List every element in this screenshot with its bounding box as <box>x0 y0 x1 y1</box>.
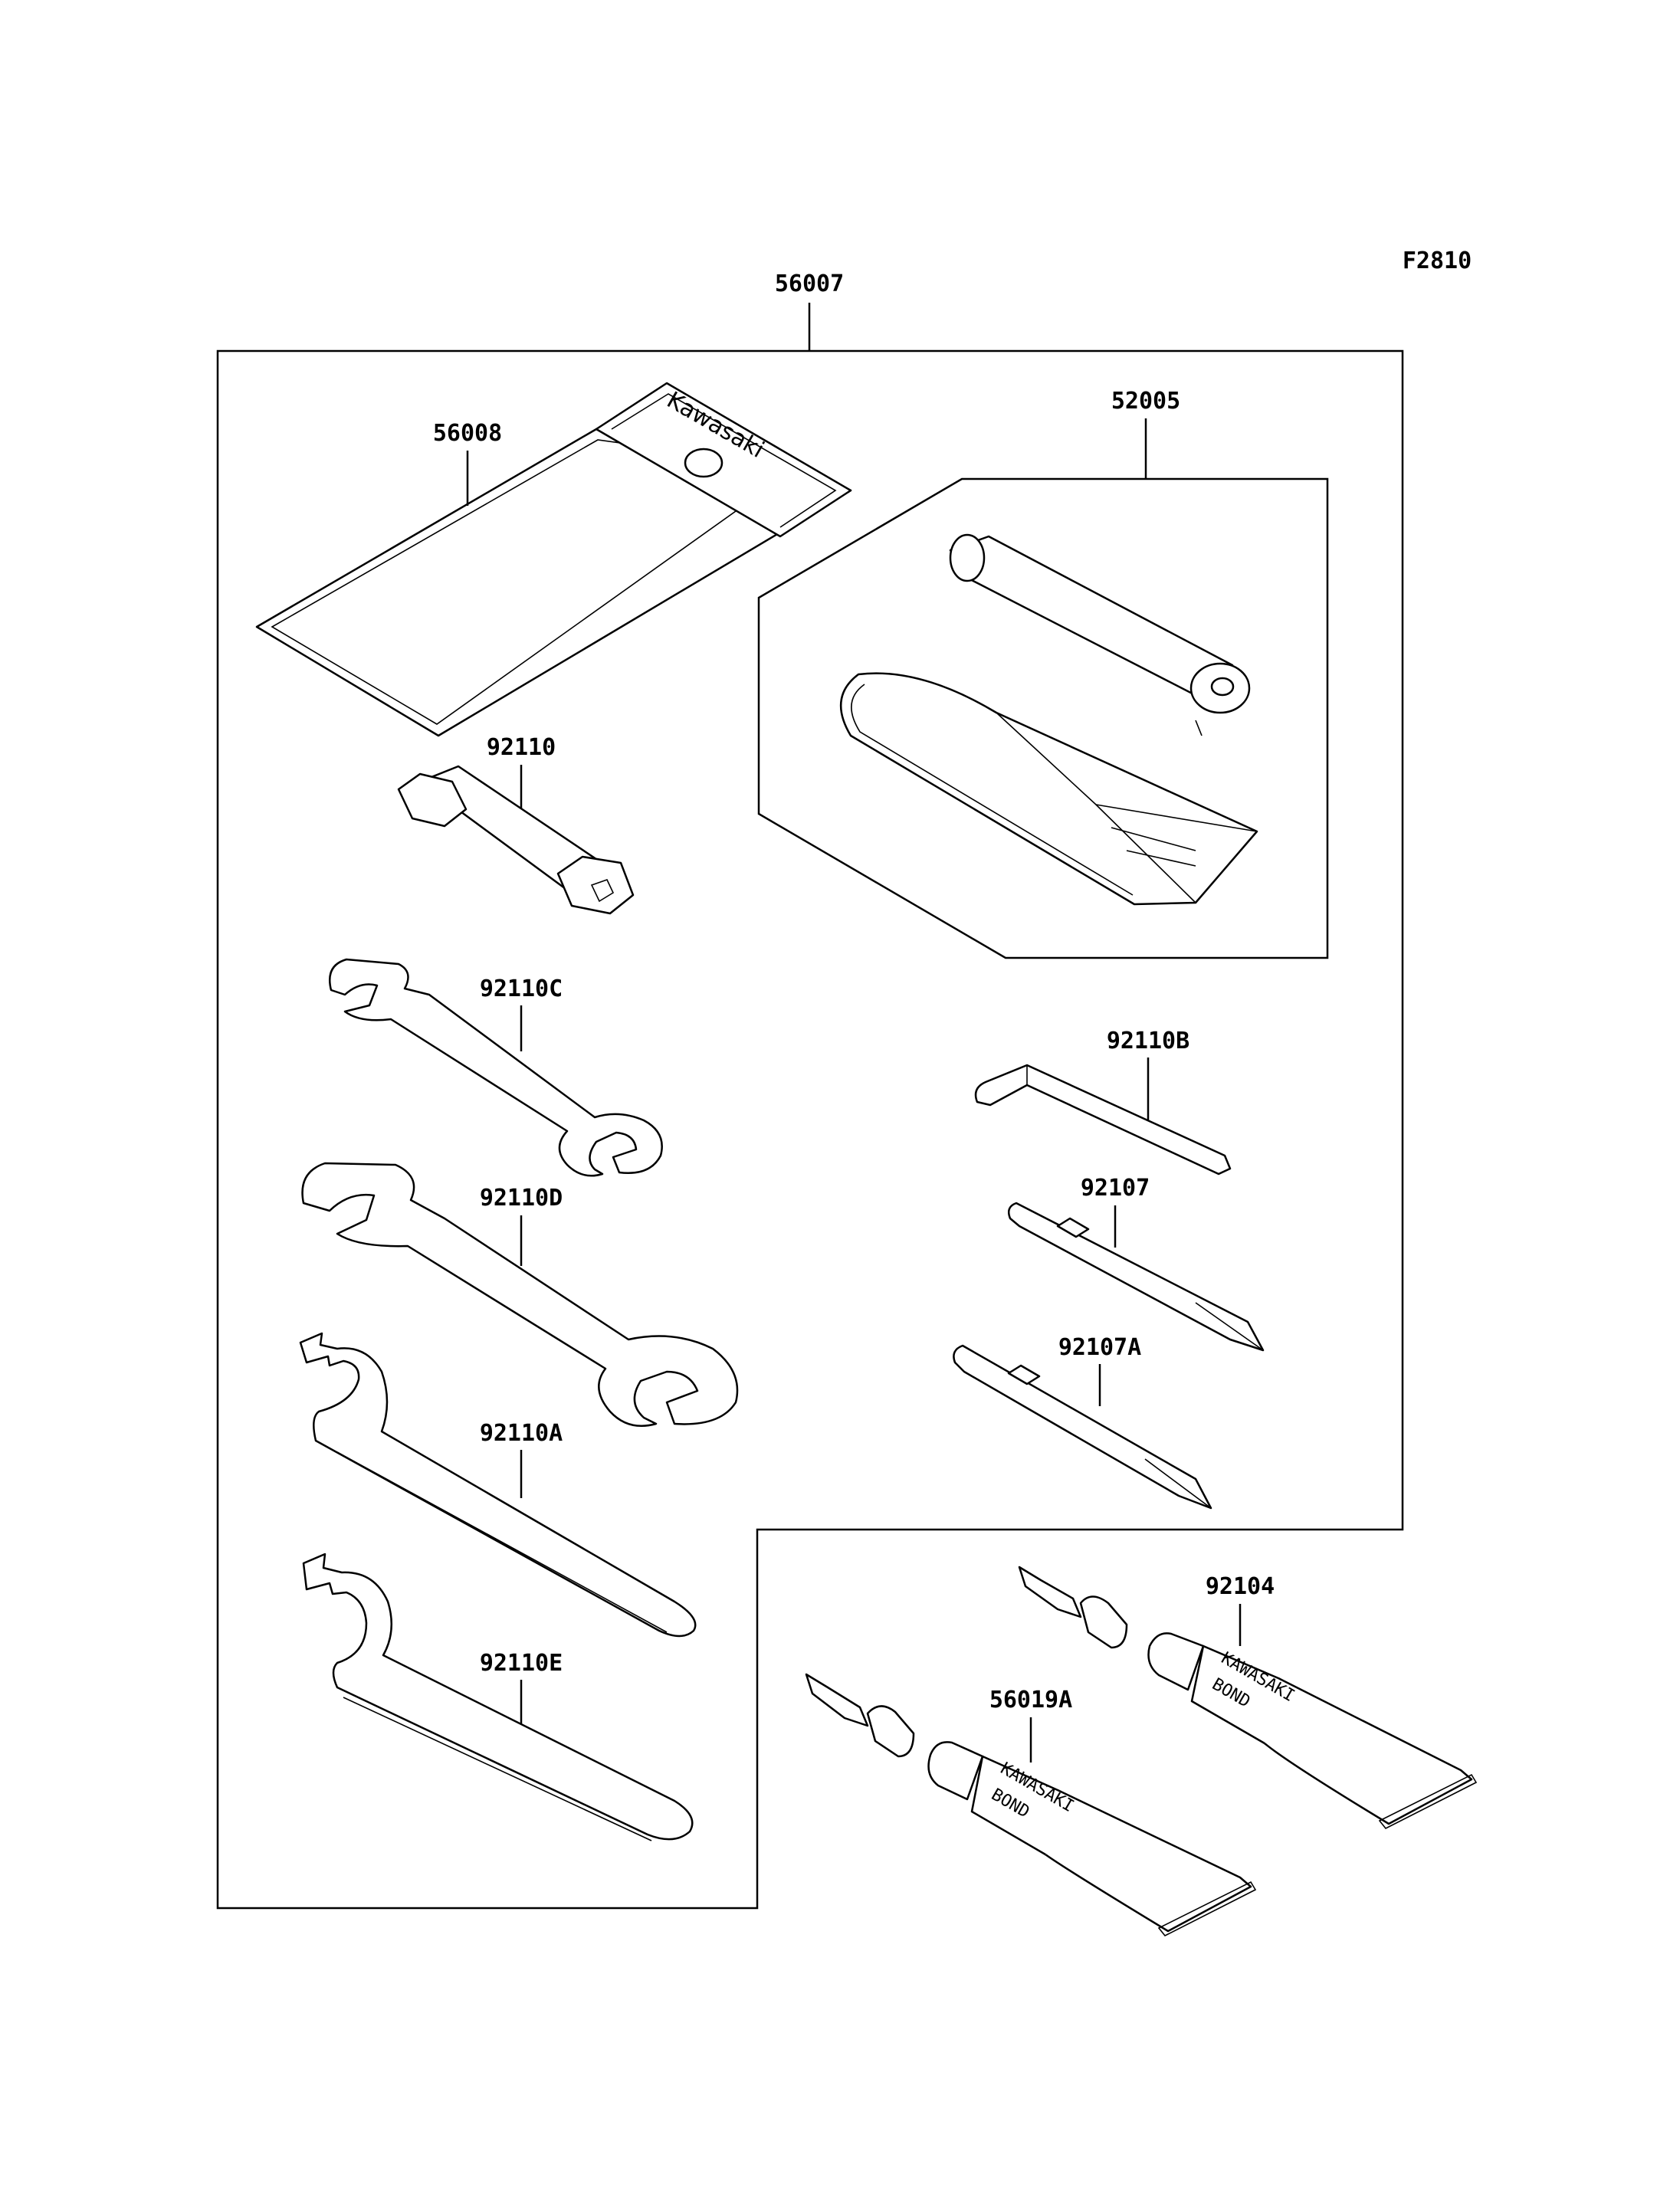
label-56008: 56008 <box>433 420 502 447</box>
pump-pouch-drawing <box>839 672 1258 906</box>
wrench-92110D-drawing <box>301 1162 739 1427</box>
screwdriver-92107-drawing <box>1008 1202 1265 1352</box>
plug-wrench-drawing <box>397 765 635 915</box>
spanner-92110E-drawing <box>302 1553 694 1841</box>
pump-kit-frame <box>757 477 1329 959</box>
label-56019A: 56019A <box>989 1687 1072 1713</box>
bond-tube-56019A-drawing: KAWASAKI BOND <box>805 1673 1257 1937</box>
air-pump-drawing <box>949 533 1251 736</box>
label-92110C: 92110C <box>480 976 563 1002</box>
label-92110: 92110 <box>487 734 556 761</box>
label-56007: 56007 <box>775 271 844 297</box>
label-52005: 52005 <box>1111 388 1180 415</box>
tool-case-drawing: Kawasaki <box>255 382 852 737</box>
figure-code: F2810 <box>1403 248 1472 274</box>
label-92110B: 92110B <box>1107 1028 1189 1054</box>
wrench-92110C-drawing <box>329 958 663 1177</box>
screwdriver-92107A-drawing <box>953 1344 1212 1510</box>
kit-frame <box>216 349 1404 1910</box>
label-92104: 92104 <box>1206 1573 1275 1600</box>
label-92107: 92107 <box>1081 1175 1150 1202</box>
spanner-92110A-drawing <box>299 1332 697 1638</box>
label-92110E: 92110E <box>480 1650 563 1677</box>
label-92107A: 92107A <box>1058 1334 1141 1361</box>
label-92110A: 92110A <box>480 1420 563 1447</box>
label-92110D: 92110D <box>480 1185 563 1212</box>
bond-tube-92104-drawing: KAWASAKI BOND <box>1018 1566 1478 1830</box>
hex-key-drawing <box>974 1064 1232 1176</box>
